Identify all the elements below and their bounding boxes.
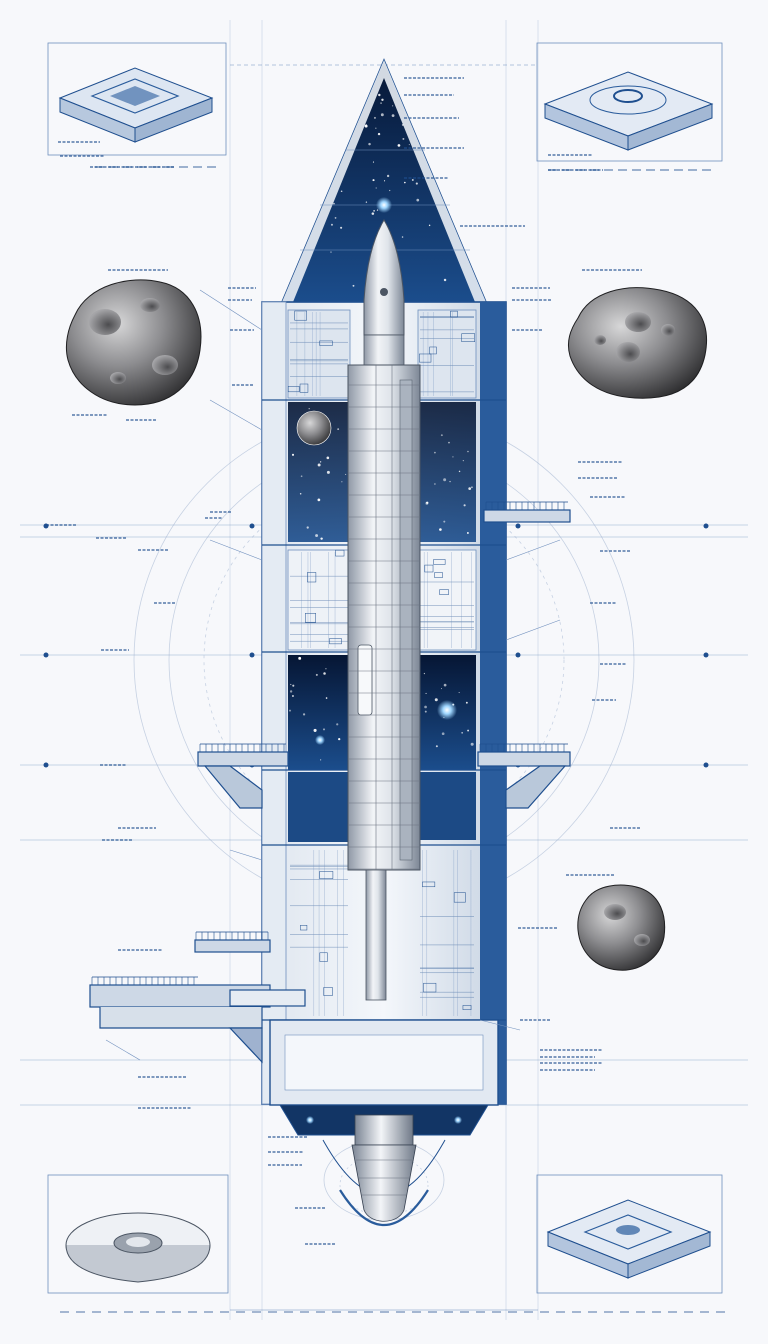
tower-stars xyxy=(289,408,474,761)
launch-base xyxy=(269,1019,499,1227)
rocket-icon xyxy=(347,219,421,1222)
nose-stars xyxy=(330,93,447,287)
platform-module-icon xyxy=(47,42,227,156)
platform-railings xyxy=(91,501,568,985)
service-platforms xyxy=(89,509,571,1064)
annotation-marks xyxy=(46,77,725,1313)
platform-module-icon xyxy=(536,42,723,162)
asteroid-icon xyxy=(65,279,202,406)
nose-cone xyxy=(280,58,488,303)
asteroid-icon xyxy=(567,287,707,399)
platform-module-icon xyxy=(536,1174,723,1294)
dish-module-icon xyxy=(47,1174,229,1294)
asteroid-icon xyxy=(577,884,666,971)
